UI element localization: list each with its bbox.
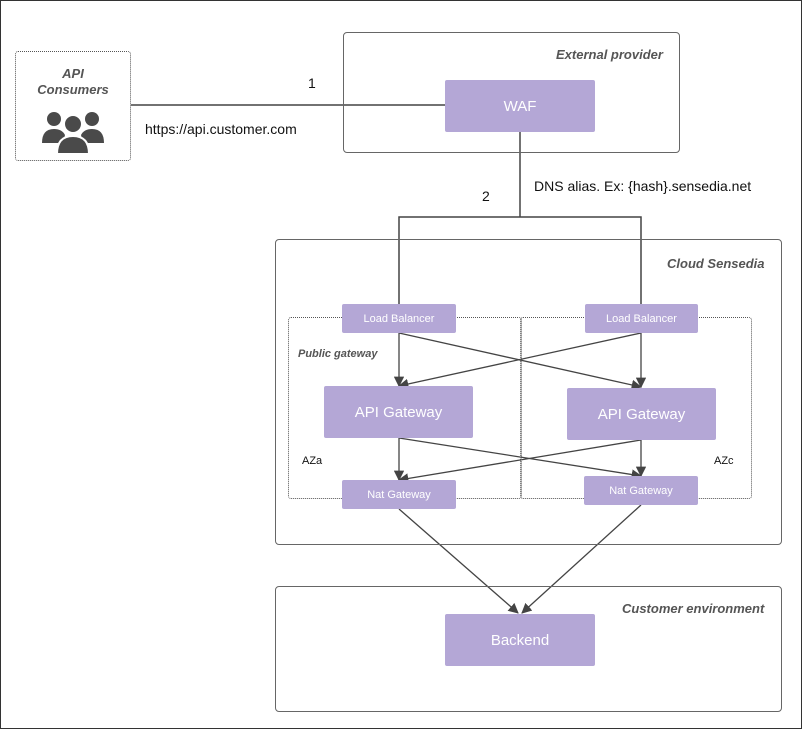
api-consumers-node xyxy=(15,51,131,161)
public-gateway-label: Public gateway xyxy=(298,348,378,360)
load-balancer-right: Load Balancer xyxy=(585,304,698,333)
nat-gateway-left: Nat Gateway xyxy=(342,480,456,509)
endpoint-url-label: https://api.customer.com xyxy=(145,121,297,137)
az-c-label: AZc xyxy=(714,455,734,467)
dns-alias-label: DNS alias. Ex: {hash}.sensedia.net xyxy=(534,178,752,194)
nat-gateway-right: Nat Gateway xyxy=(584,476,698,505)
api-consumers-label: API Consumers xyxy=(37,66,109,97)
backend-node: Backend xyxy=(445,614,595,666)
waf-node: WAF xyxy=(445,80,595,132)
az-a-label: AZa xyxy=(302,455,323,467)
cloud-sensedia-title: Cloud Sensedia xyxy=(667,256,765,271)
external-provider-zone xyxy=(343,32,680,153)
step-2-label: 2 xyxy=(482,188,490,204)
nat-right-to-backend xyxy=(521,504,642,614)
external-provider-title: External provider xyxy=(556,47,663,62)
users-icon xyxy=(42,112,104,155)
customer-environment-title: Customer environment xyxy=(622,601,765,616)
cloud-sensedia-zone xyxy=(275,239,782,545)
customer-environment-zone xyxy=(275,586,782,712)
step-1-label: 1 xyxy=(308,75,316,91)
dns-split-line xyxy=(398,216,642,304)
api-gateway-right: API Gateway xyxy=(567,388,716,440)
load-balancer-left: Load Balancer xyxy=(342,304,456,333)
nat-left-to-backend xyxy=(398,508,519,614)
api-gateway-left: API Gateway xyxy=(324,386,473,438)
